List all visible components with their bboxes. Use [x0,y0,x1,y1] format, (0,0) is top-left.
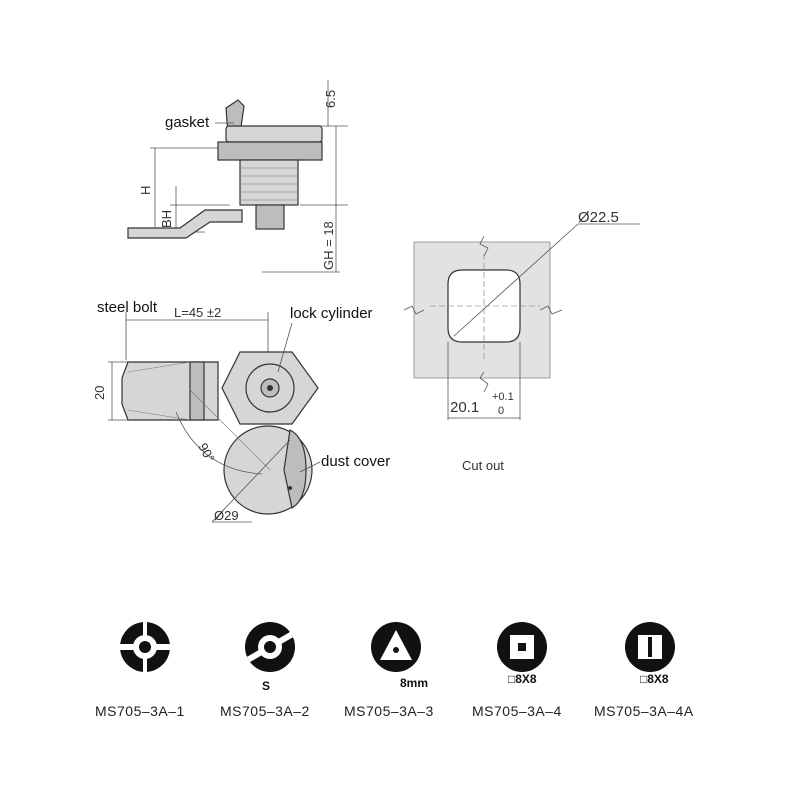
key-code-4a: MS705–3A–4A [594,703,694,719]
bolt-end [255,204,285,230]
key-icon-4a [625,622,675,672]
steel-bolt-label: steel bolt [97,299,158,316]
dim-h: H [138,186,153,195]
side-view: gasket 6.5 H BH GH = 18 [127,80,348,273]
lock-cylinder-label: lock cylinder [290,305,373,322]
dim-angle: 90° [195,440,217,464]
gasket-label: gasket [165,114,210,131]
tol-plus: +0.1 [492,391,514,403]
dim-gh: GH = 18 [321,221,336,270]
cut-out-label: Cut out [462,458,504,473]
key-code-4: MS705–3A–4 [472,703,562,719]
dust-cover-label: dust cover [321,453,390,470]
key-glyph-2: S [262,679,270,693]
dim-diameter-29: Ø29 [214,508,239,523]
key-icon-2 [245,622,295,672]
key-glyph-3: 8mm [400,676,428,690]
front-view: steel bolt L=45 ±2 lock cylinder 20 90° … [92,299,390,523]
dim-flat-20-1: 20.1 [450,399,479,416]
bolt-collar [189,361,205,421]
key-icon-1 [120,622,170,672]
key-code-1: MS705–3A–1 [95,703,185,719]
tol-zero: 0 [498,405,504,417]
dim-top-height: 6.5 [323,90,338,108]
cam-arm [127,209,243,239]
nut [217,141,323,161]
key-icon-4 [497,622,547,672]
flange [225,125,323,143]
dim-bh: BH [159,210,174,228]
dim-length: L=45 ±2 [174,305,221,320]
key-options: S 8mm □8X8 □8X8 MS705–3A–1 MS705–3A–2 MS… [95,622,694,719]
key-code-3: MS705–3A–3 [344,703,434,719]
key-glyph-4: □8X8 [508,672,537,686]
key-code-2: MS705–3A–2 [220,703,310,719]
key-icon-3 [371,622,421,672]
dim-diameter-22-5: Ø22.5 [578,209,619,226]
dim-width: 20 [92,386,107,400]
key-glyph-4a: □8X8 [640,672,669,686]
cut-out-view: Ø22.5 20.1 +0.1 0 Cut out [403,209,640,473]
threaded-body [239,159,299,206]
